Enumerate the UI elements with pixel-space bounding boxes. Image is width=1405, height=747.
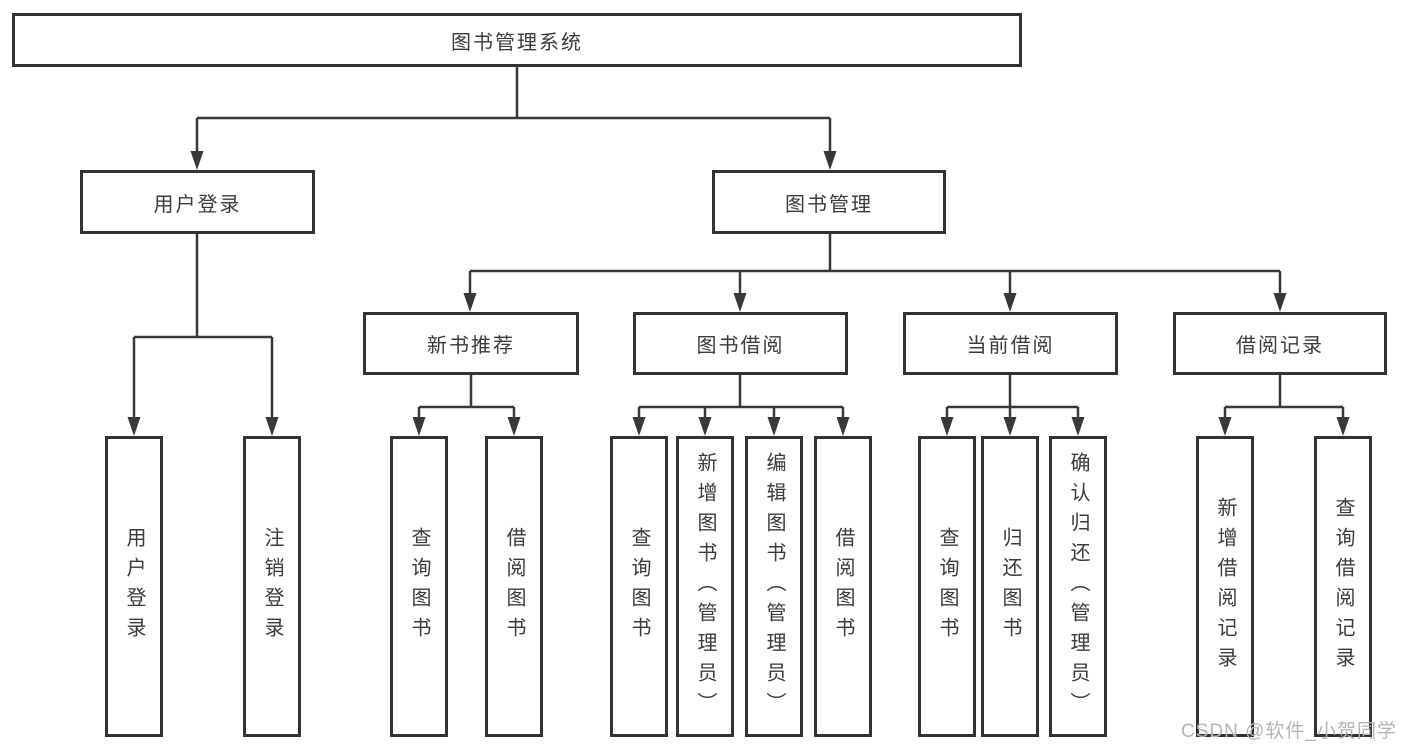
leaf-user-logout-label: 注销登录 xyxy=(261,526,283,647)
node-root-system: 图书管理系统 xyxy=(12,13,1022,67)
leaf-record-query-borrow-record: 查询借阅记录 xyxy=(1314,436,1372,737)
node-book-management: 图书管理 xyxy=(712,170,946,234)
leaf-current-return-books: 归还图书 xyxy=(981,436,1039,737)
leaf-borrow-query-books-label: 查询图书 xyxy=(628,526,650,647)
node-current-borrow: 当前借阅 xyxy=(903,312,1118,375)
leaf-newbook-query-books-label: 查询图书 xyxy=(408,526,430,647)
node-borrow-record-label: 借阅记录 xyxy=(1236,335,1324,357)
leaf-newbook-borrow-books-label: 借阅图书 xyxy=(503,526,525,647)
leaf-current-query-books-label: 查询图书 xyxy=(936,526,958,647)
leaf-current-return-books-label: 归还图书 xyxy=(999,526,1021,647)
leaf-record-query-borrow-record-label: 查询借阅记录 xyxy=(1332,496,1354,677)
leaf-current-confirm-return-admin-label: 确认归还（管理员） xyxy=(1067,451,1089,722)
node-book-management-label: 图书管理 xyxy=(785,193,873,216)
leaf-newbook-borrow-books: 借阅图书 xyxy=(485,436,543,737)
leaf-borrow-borrow-books: 借阅图书 xyxy=(814,436,872,737)
node-root-label: 图书管理系统 xyxy=(451,31,583,54)
node-new-book-recommend: 新书推荐 xyxy=(363,312,579,375)
node-book-borrow-label: 图书借阅 xyxy=(696,335,785,357)
leaf-borrow-query-books: 查询图书 xyxy=(610,436,668,737)
leaf-user-logout: 注销登录 xyxy=(243,436,301,737)
leaf-borrow-add-books-admin: 新增图书（管理员） xyxy=(676,436,734,737)
leaf-newbook-query-books: 查询图书 xyxy=(390,436,448,737)
node-borrow-record: 借阅记录 xyxy=(1173,312,1387,375)
node-book-borrow: 图书借阅 xyxy=(633,312,848,375)
leaf-record-add-borrow-record-label: 新增借阅记录 xyxy=(1214,496,1236,677)
leaf-record-add-borrow-record: 新增借阅记录 xyxy=(1196,436,1254,737)
node-user-login-label: 用户登录 xyxy=(153,193,242,216)
node-current-borrow-label: 当前借阅 xyxy=(966,335,1055,357)
leaf-borrow-add-books-admin-label: 新增图书（管理员） xyxy=(694,451,716,722)
leaf-borrow-edit-books-admin-label: 编辑图书（管理员） xyxy=(763,451,785,722)
csdn-watermark: CSDN @软件_小贺同学 xyxy=(1181,721,1397,742)
node-user-login: 用户登录 xyxy=(80,170,315,234)
leaf-borrow-borrow-books-label: 借阅图书 xyxy=(832,526,854,647)
leaf-user-login: 用户登录 xyxy=(105,436,163,737)
leaf-current-query-books: 查询图书 xyxy=(918,436,976,737)
leaf-user-login-label: 用户登录 xyxy=(123,526,145,647)
leaf-borrow-edit-books-admin: 编辑图书（管理员） xyxy=(745,436,803,737)
leaf-current-confirm-return-admin: 确认归还（管理员） xyxy=(1049,436,1107,737)
node-new-book-recommend-label: 新书推荐 xyxy=(427,335,515,357)
